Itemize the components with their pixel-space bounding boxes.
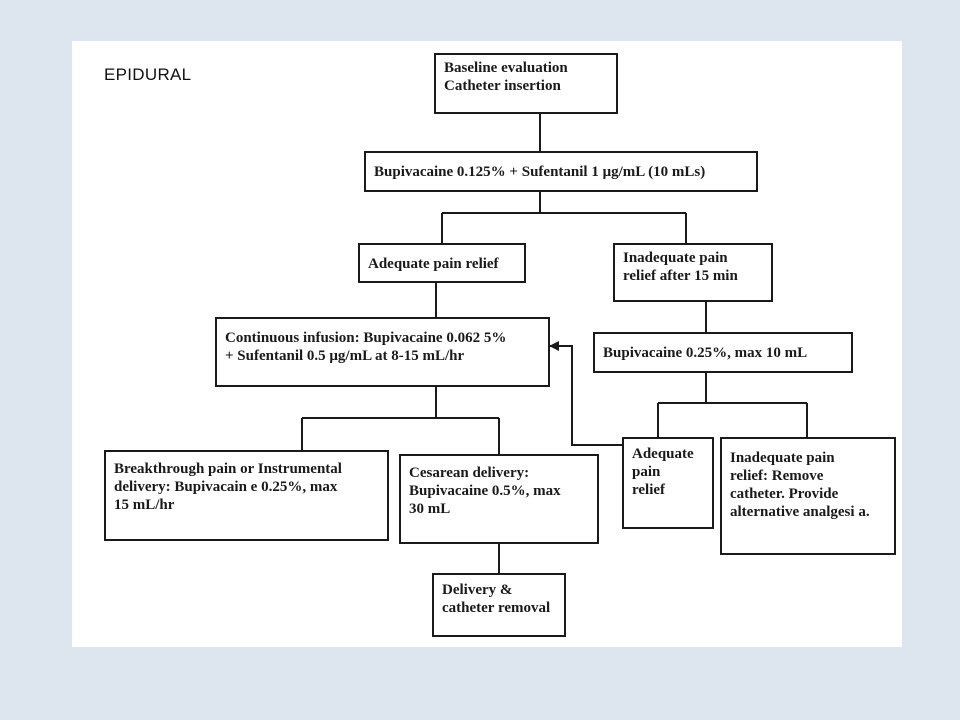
node-initial-dose: Bupivacaine 0.125% + Sufentanil 1 μg/mL … [364, 151, 758, 192]
node-adequate-relief-2: Adequate pain relief [622, 437, 714, 529]
node-breakthrough: Breakthrough pain or Instrumental delive… [104, 450, 389, 541]
node-adequate-relief: Adequate pain relief [358, 243, 526, 283]
node-inadequate-remove: Inadequate pain relief: Remove catheter.… [720, 437, 896, 555]
slide: EPIDURAL [72, 41, 902, 647]
node-bupivacaine-025: Bupivacaine 0.25%, max 10 mL [593, 332, 853, 373]
node-delivery-removal: Delivery & catheter removal [432, 573, 566, 637]
node-cesarean: Cesarean delivery: Bupivacaine 0.5%, max… [399, 454, 599, 544]
connector-lines [301, 114, 808, 573]
slide-title: EPIDURAL [104, 65, 192, 84]
node-inadequate-relief-15: Inadequate pain relief after 15 min [613, 243, 773, 302]
feedback-arrow [549, 341, 622, 446]
node-baseline: Baseline evaluation Catheter insertion [434, 53, 618, 114]
node-continuous-infusion: Continuous infusion: Bupivacaine 0.062 5… [215, 317, 550, 387]
